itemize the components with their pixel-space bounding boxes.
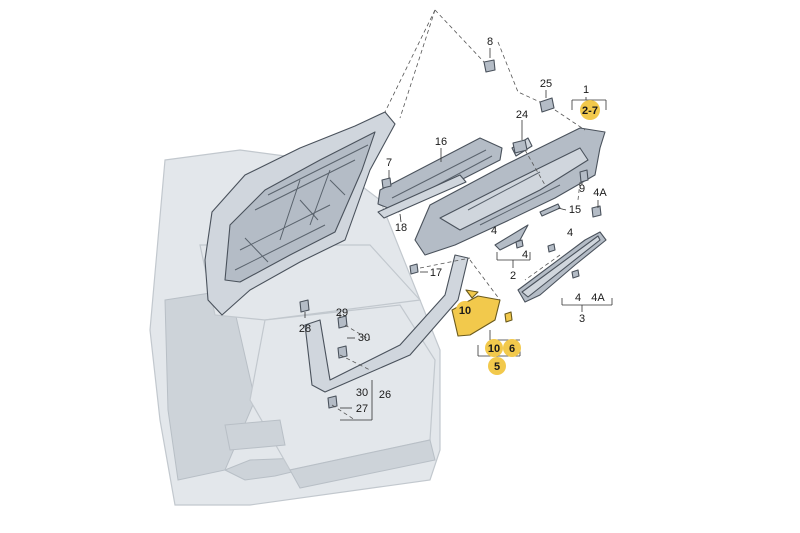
- label-30-top: 30: [358, 332, 370, 344]
- label-28: 28: [299, 323, 311, 335]
- tailgate-lid: [204, 111, 396, 316]
- tailgate-seal-26: [304, 254, 469, 393]
- side-trim-panel-3: [517, 231, 607, 303]
- screw-9: [579, 169, 589, 183]
- label-25: 25: [540, 78, 552, 90]
- highlight-5: [488, 357, 506, 375]
- label-1: 1: [583, 84, 589, 96]
- clip-28: [299, 299, 310, 313]
- clip-17: [409, 263, 419, 275]
- clip-4-a: [515, 239, 524, 249]
- highlight-10-bottom: [485, 339, 503, 357]
- label-15: 15: [569, 204, 581, 216]
- label-26: 26: [379, 389, 391, 401]
- label-8: 8: [487, 36, 493, 48]
- label-9: 9: [579, 183, 585, 195]
- clip-15: [539, 203, 561, 217]
- small-trim-2: [494, 224, 529, 251]
- cover-strip-16: [377, 137, 503, 219]
- clip-7: [381, 177, 392, 189]
- label-30-bottom: 30: [356, 387, 368, 399]
- label-4-a: 4: [491, 225, 497, 237]
- clip-8: [483, 59, 496, 73]
- label-17: 17: [430, 267, 442, 279]
- label-5: 5: [494, 361, 500, 373]
- label-4-b: 4: [567, 227, 573, 239]
- clip-4-b: [547, 243, 556, 253]
- highlight-markers: [456, 100, 600, 375]
- highlight-6: [503, 339, 521, 357]
- highlight-2-7: [580, 100, 600, 120]
- highlight-10-top: [456, 301, 474, 319]
- label-29: 29: [336, 307, 348, 319]
- label-16: 16: [435, 136, 447, 148]
- label-4a-bottom: 4A: [591, 292, 605, 304]
- clip-25: [539, 97, 555, 113]
- label-4-c: 4: [522, 249, 528, 261]
- label-18: 18: [395, 222, 407, 234]
- label-27: 27: [356, 403, 368, 415]
- clip-4a-top: [591, 205, 602, 218]
- label-3: 3: [579, 313, 585, 325]
- label-7: 7: [386, 157, 392, 169]
- label-6: 6: [509, 343, 515, 355]
- leader-lines: [304, 48, 613, 421]
- trim-panel-1: [414, 127, 606, 256]
- clip-24: [512, 139, 528, 154]
- label-4-d: 4: [575, 292, 581, 304]
- label-4a-top: 4A: [593, 187, 607, 199]
- label-24: 24: [516, 109, 528, 121]
- reference-lines: [331, 9, 586, 421]
- label-2-7: 2-7: [582, 105, 598, 117]
- label-2: 2: [510, 270, 516, 282]
- label-10-bottom: 10: [488, 343, 500, 355]
- label-10-top: 10: [459, 305, 471, 317]
- clip-27: [327, 395, 338, 409]
- clip-4-c: [571, 269, 580, 279]
- part-labels: 1 2-7 25 8 24 16 7 9 4A 15 18 4 4 4 2 17…: [299, 36, 608, 415]
